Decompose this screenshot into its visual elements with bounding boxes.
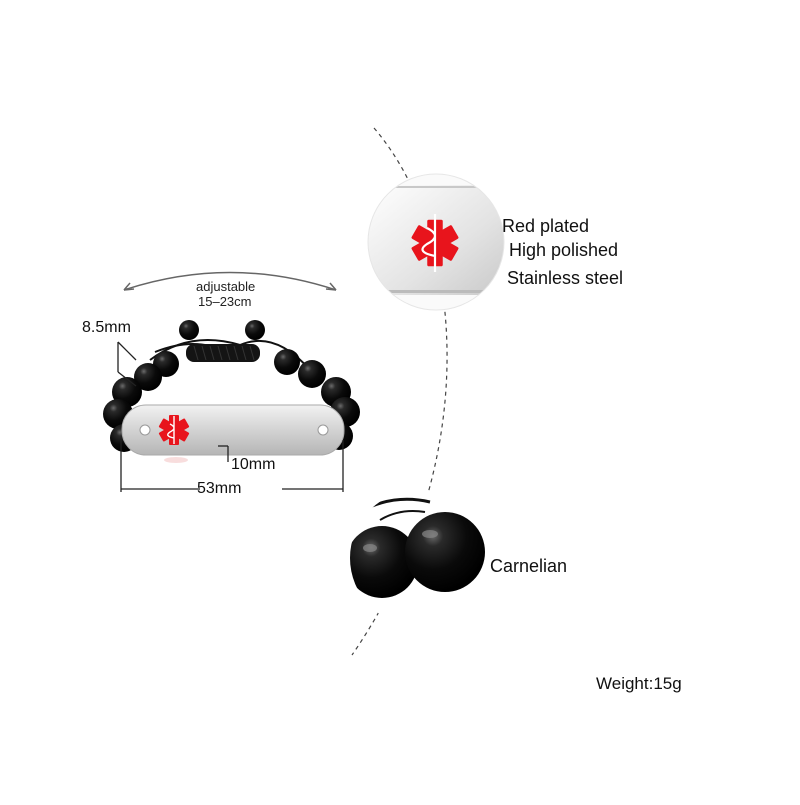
weight-label: Weight:15g (596, 674, 682, 693)
zoom-circle-plate (367, 173, 505, 311)
dimension-lines (117, 341, 344, 492)
feature-stainless-steel: Stainless steel (507, 268, 624, 288)
plate-width-label: 53mm (197, 480, 242, 497)
adjustable-range: 15–23cm (198, 294, 252, 309)
bracelet-knot (186, 344, 260, 362)
material-label: Carnelian (490, 556, 568, 576)
feature-high-polished: High polished (509, 240, 619, 260)
adjustable-label: adjustable (196, 279, 256, 294)
zoom-circle-beads (350, 490, 486, 626)
arc-arrow-left-icon (123, 282, 135, 291)
id-plate (121, 404, 345, 456)
feature-red-plated: Red plated (502, 216, 590, 236)
plate-height-label: 10mm (231, 456, 276, 473)
bead-size-label: 8.5mm (82, 319, 131, 336)
adjustable-arc (123, 271, 337, 291)
arc-arrow-right-icon (325, 282, 337, 291)
